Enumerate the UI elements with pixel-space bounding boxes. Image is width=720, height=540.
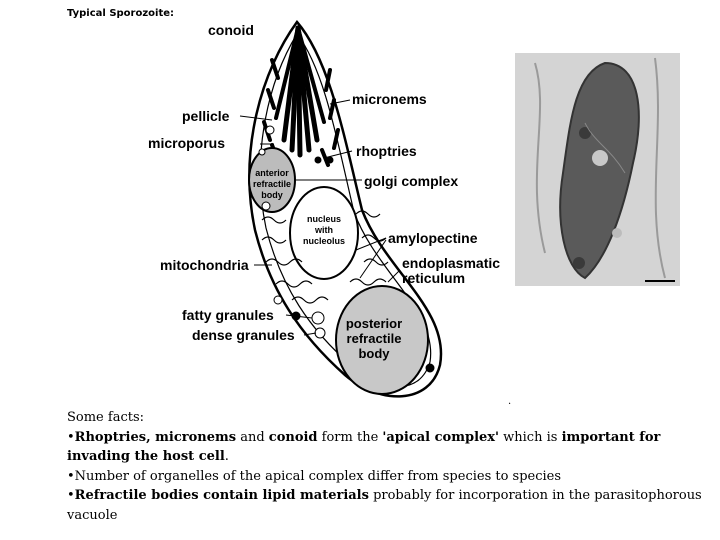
anterior-label-2: refractile	[253, 179, 291, 189]
anterior-label-3: body	[261, 190, 283, 200]
posterior-label-1: posterior	[346, 316, 402, 331]
label-mitochondria: mitochondria	[160, 257, 249, 273]
fact1-bold-1: Rhoptries, micronems	[74, 429, 237, 445]
label-pellicle: pellicle	[182, 108, 230, 124]
fact1-text-2: form the	[317, 429, 383, 445]
fact1-bold-4: important for invading the host cell	[67, 429, 661, 465]
fact1-text-1: and	[236, 429, 269, 445]
fact2-text: Number of organelles of the apical compl…	[74, 468, 562, 484]
sporozoite-diagram: anterior refractile body nucleus with nu…	[148, 19, 500, 398]
nucleus-label-1: nucleus	[307, 214, 341, 224]
nucleus-label-3: nucleolus	[303, 236, 345, 246]
posterior-refractile-body	[335, 285, 429, 395]
electron-micrograph	[515, 53, 680, 286]
anterior-refractile-body	[248, 147, 296, 213]
label-er-2: reticulum	[402, 270, 465, 286]
label-amylopectine: amylopectine	[388, 230, 478, 246]
label-rhoptries: rhoptries	[356, 143, 417, 159]
figure-title: Typical Sporozoite:	[67, 8, 175, 19]
facts-heading: Some facts:	[67, 410, 145, 425]
label-dense-granules: dense granules	[192, 327, 295, 343]
fact1-text-3: which is	[499, 429, 562, 445]
fact-refractile-bodies: •Refractile bodies contain lipid materia…	[67, 488, 702, 523]
fact1-bold-3: 'apical complex'	[382, 429, 500, 445]
stray-dot: .	[508, 396, 512, 407]
fact3-bold-1: Refractile bodies contain lipid material…	[74, 488, 369, 503]
posterior-label-2: refractile	[347, 331, 402, 346]
nucleus-label-2: with	[314, 225, 333, 235]
micrograph-image	[515, 53, 680, 286]
anterior-label-1: anterior	[255, 168, 289, 178]
label-er-1: endoplasmatic	[402, 255, 500, 271]
label-conoid: conoid	[208, 22, 254, 38]
label-fatty-granules: fatty granules	[182, 307, 274, 323]
label-golgi: golgi complex	[364, 173, 458, 189]
fact3-text-1: probably for incorporation in the parasi…	[67, 488, 702, 523]
label-micronems: micronems	[352, 91, 427, 107]
posterior-label-3: body	[358, 346, 390, 361]
nucleus	[289, 186, 359, 280]
label-microporus: microporus	[148, 135, 225, 151]
mitochondria-squiggles	[261, 210, 401, 304]
facts-section: Some facts: •Rhoptries, micronems and co…	[67, 408, 707, 525]
fact-apical-complex: •Rhoptries, micronems and conoid form th…	[67, 429, 661, 465]
fact1-text-4: .	[224, 449, 229, 464]
fact1-bold-2: conoid	[268, 429, 318, 445]
leader-lines	[239, 30, 401, 336]
fact-organelle-count: •Number of organelles of the apical comp…	[67, 468, 562, 484]
